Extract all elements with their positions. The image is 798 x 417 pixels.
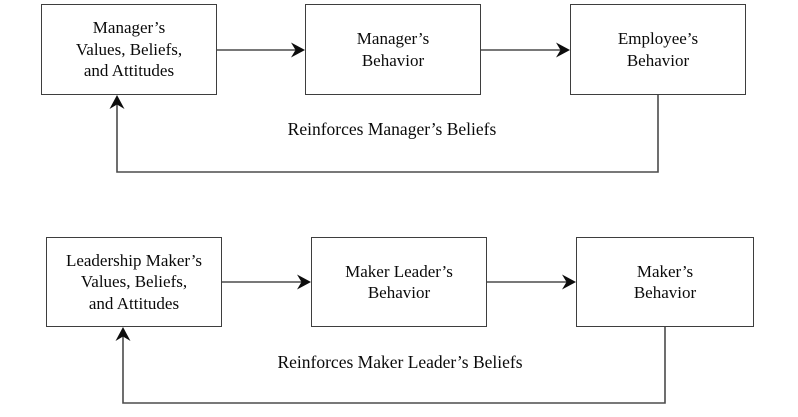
box-text-line: and Attitudes xyxy=(88,293,180,313)
box-text-line: Behavior xyxy=(626,50,690,70)
box-text-line: Values, Beliefs, xyxy=(75,39,183,59)
box-text-line: and Attitudes xyxy=(83,61,175,81)
arrow-manager-values-to-manager-behavior xyxy=(217,42,305,58)
box-manager-behavior: Manager’s Behavior xyxy=(305,4,481,95)
box-text-line: Maker Leader’s xyxy=(345,261,453,281)
box-maker-leader-behavior: Maker Leader’s Behavior xyxy=(311,237,487,327)
box-text-line: Behavior xyxy=(633,283,697,302)
arrow-maker-leader-behavior-to-maker-behavior xyxy=(487,274,576,290)
box-text-line: Values, Beliefs, xyxy=(80,272,188,292)
arrow-manager-behavior-to-employee-behavior xyxy=(481,42,570,58)
box-text-line: Leadership Maker’s xyxy=(65,250,203,270)
box-text-line: Maker’s xyxy=(636,261,694,281)
box-text-line: Manager’s xyxy=(92,18,166,38)
feedback-label-manager: Reinforces Manager’s Beliefs xyxy=(287,119,497,139)
feedback-label-maker-leader: Reinforces Maker Leader’s Beliefs xyxy=(277,352,523,372)
arrow-leadership-maker-values-to-maker-leader-behavior xyxy=(222,274,311,290)
box-maker-behavior: Maker’s Behavior xyxy=(576,237,754,327)
box-manager-values: Manager’s Values, Beliefs, and Attitudes xyxy=(41,4,217,95)
box-text-line: Manager’s xyxy=(356,29,430,48)
box-employee-behavior: Employee’s Behavior xyxy=(570,4,746,95)
box-leadership-maker-values: Leadership Maker’s Values, Beliefs, and … xyxy=(46,237,222,327)
feedback-loop-maker-leader xyxy=(115,327,666,404)
feedback-loop-manager xyxy=(109,95,659,173)
box-text-line: Employee’s xyxy=(617,29,699,48)
box-text-line: Behavior xyxy=(367,283,431,302)
box-text-line: Behavior xyxy=(361,50,425,70)
